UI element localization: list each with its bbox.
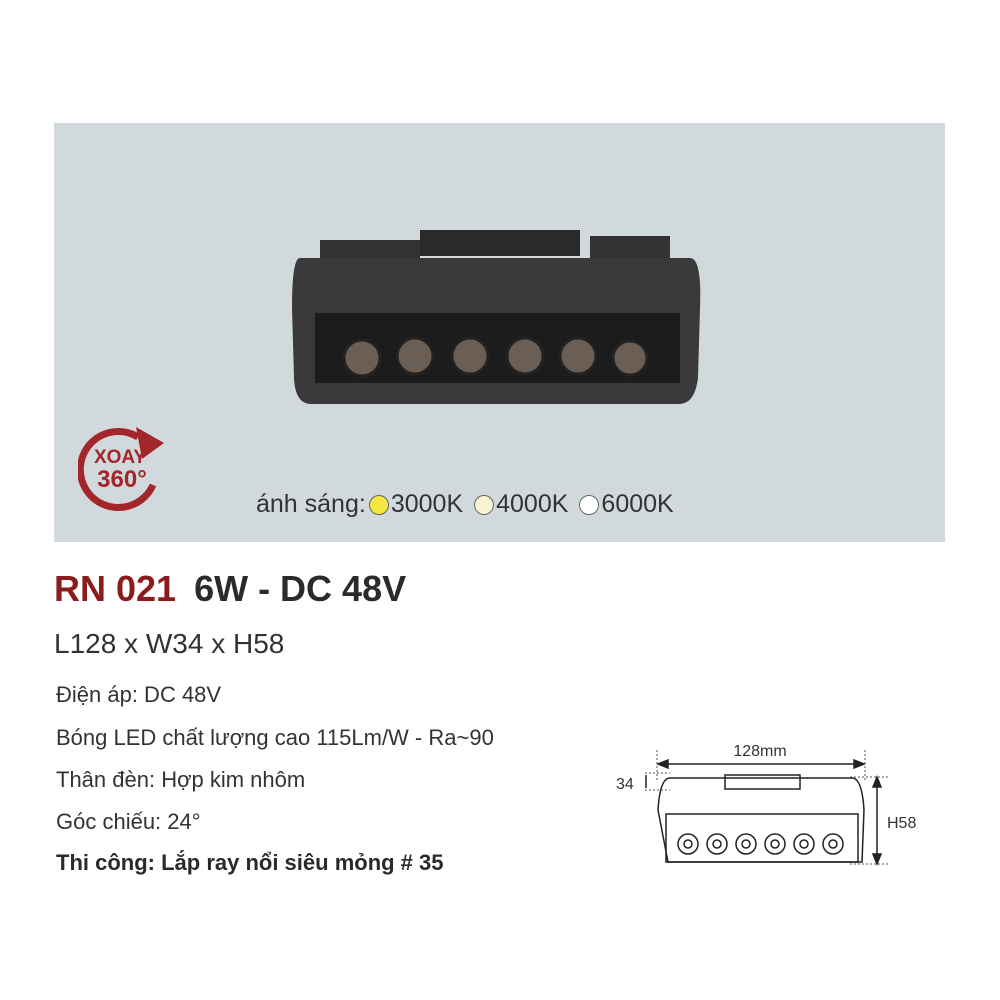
rotate-360-icon: XOAY 360° (78, 427, 164, 511)
spec-voltage: Điện áp: DC 48V (56, 682, 222, 707)
width-label: 34 (616, 776, 634, 793)
option-label: 6000K (601, 490, 674, 518)
spec-beam-angle: Góc chiếu: 24° (56, 809, 201, 834)
product-photo (292, 230, 701, 404)
badge-line2: 360° (97, 466, 147, 493)
color-dot-icon (474, 494, 495, 515)
height-label: H58 (887, 815, 916, 832)
badge-line1: XOAY (94, 447, 146, 468)
spec-body: Thân đèn: Hợp kim nhôm (56, 767, 306, 792)
option-label: 4000K (496, 490, 569, 518)
product-code: RN 021 (54, 568, 177, 609)
light-color-options: ánh sáng: 3000K 4000K 6000K (256, 490, 682, 519)
light-option-4000k: 4000K (471, 490, 568, 519)
light-option-3000k: 3000K (366, 490, 463, 519)
dimension-drawing: 128mm 34 H58 (616, 743, 916, 867)
light-option-6000k: 6000K (576, 490, 674, 519)
product-dimensions: L128 x W34 x H58 (54, 628, 285, 659)
color-dot-icon (368, 494, 389, 515)
light-label: ánh sáng: (256, 490, 366, 518)
length-label: 128mm (733, 743, 786, 760)
spec-led: Bóng LED chất lượng cao 115Lm/W - Ra~90 (56, 725, 494, 750)
product-title: RN 021 6W - DC 48V (54, 568, 406, 610)
product-power: 6W - DC 48V (194, 568, 407, 609)
spec-installation: Thi công: Lắp ray nổi siêu mỏng # 35 (56, 850, 444, 875)
option-label: 3000K (390, 490, 464, 518)
color-dot-icon (579, 494, 600, 515)
